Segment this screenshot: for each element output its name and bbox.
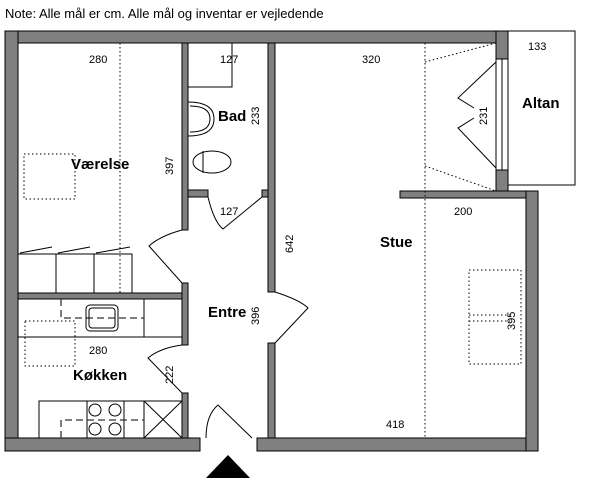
- dim-label: 280: [89, 345, 107, 357]
- dim-label: 320: [362, 54, 380, 66]
- bed: [23, 153, 76, 200]
- dim-label: 280: [89, 54, 107, 66]
- window: [495, 58, 509, 171]
- balcony-door: [457, 61, 497, 169]
- dim-label: 396: [250, 307, 262, 325]
- dim-label: 200: [454, 206, 472, 218]
- dim-label: 642: [284, 235, 296, 253]
- balcony: [507, 30, 576, 186]
- plan-note: Note: Alle mål er cm. Alle mål og invent…: [5, 6, 324, 21]
- toilet: [192, 150, 232, 174]
- doors: [147, 196, 309, 451]
- sink: [187, 101, 215, 137]
- outer-walls: [4, 30, 539, 452]
- dim-label: 418: [386, 419, 404, 431]
- dim-label: 397: [164, 157, 176, 175]
- table: [468, 269, 522, 365]
- room-label-entre: Entre: [208, 304, 246, 321]
- dim-label: 395: [506, 312, 518, 330]
- wardrobe: [17, 246, 133, 294]
- room-label-stue: Stue: [380, 234, 413, 251]
- room-label-kokken: Køkken: [73, 367, 127, 384]
- dim-label: 233: [250, 107, 262, 125]
- dim-label: 222: [164, 366, 176, 384]
- dim-label: 231: [478, 107, 490, 125]
- room-label-altan: Altan: [522, 95, 560, 112]
- dim-label: 127: [220, 54, 238, 66]
- room-label-vaerelse: Værelse: [71, 156, 129, 173]
- kitchen-counter-bottom: [38, 400, 183, 439]
- room-label-bad: Bad: [218, 108, 246, 125]
- interior-walls: [17, 42, 276, 439]
- entrance-arrow: [206, 455, 250, 478]
- kitchen-counter-top: [17, 298, 183, 338]
- dim-label: 127: [220, 206, 238, 218]
- dim-label: 133: [528, 41, 546, 53]
